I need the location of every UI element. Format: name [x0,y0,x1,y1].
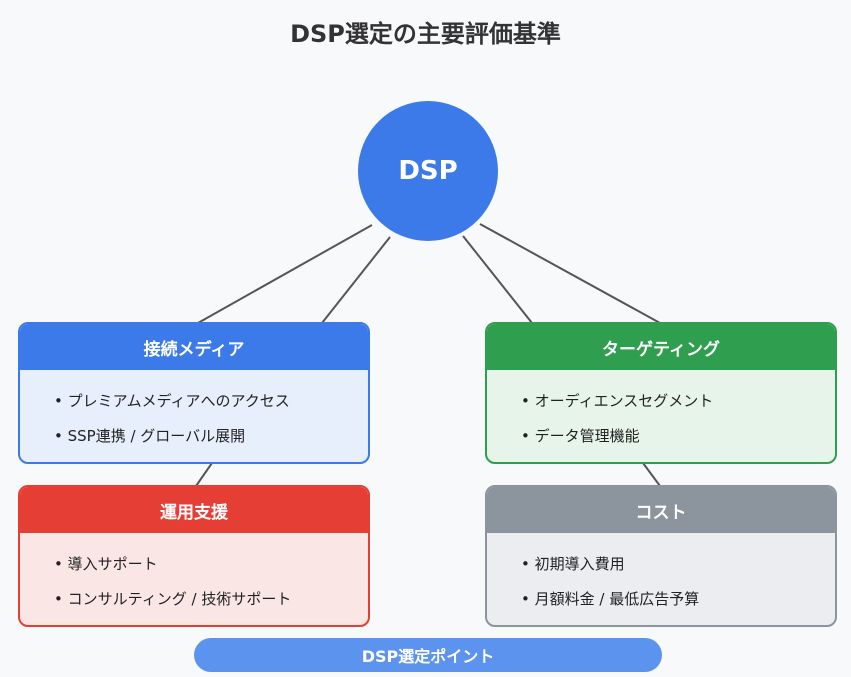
connector-media-support [195,462,213,487]
diagram-title: DSP選定の主要評価基準 [290,20,561,48]
connector-hub-media-outer [197,224,373,324]
footer-pill-label: DSP選定ポイント [361,647,495,666]
card-media-item: プレミアムメディアへのアクセス [54,384,368,419]
connector-hub-targeting-inner [462,235,533,324]
card-cost-item: 月額料金 / 最低広告予算 [521,582,835,617]
card-cost: コスト 初期導入費用 月額料金 / 最低広告予算 [485,485,837,627]
connector-hub-media-inner [321,236,391,324]
connector-targeting-cost [642,462,661,487]
connector-hub-targeting-outer [479,223,661,324]
card-media: 接続メディア プレミアムメディアへのアクセス SSP連携 / グローバル展開 [18,322,370,464]
card-targeting: ターゲティング オーディエンスセグメント データ管理機能 [485,322,837,464]
card-media-item: SSP連携 / グローバル展開 [54,419,368,454]
card-targeting-item: オーディエンスセグメント [521,384,835,419]
card-support-item: コンサルティング / 技術サポート [54,582,368,617]
card-support-item: 導入サポート [54,547,368,582]
card-support-heading: 運用支援 [20,487,368,533]
card-cost-heading: コスト [487,487,835,533]
card-cost-item: 初期導入費用 [521,547,835,582]
footer-pill: DSP選定ポイント [194,638,662,672]
card-support: 運用支援 導入サポート コンサルティング / 技術サポート [18,485,370,627]
dsp-hub-circle: DSP [358,101,498,241]
dsp-hub-label: DSP [398,156,458,186]
card-targeting-heading: ターゲティング [487,324,835,370]
card-media-heading: 接続メディア [20,324,368,370]
card-targeting-item: データ管理機能 [521,419,835,454]
